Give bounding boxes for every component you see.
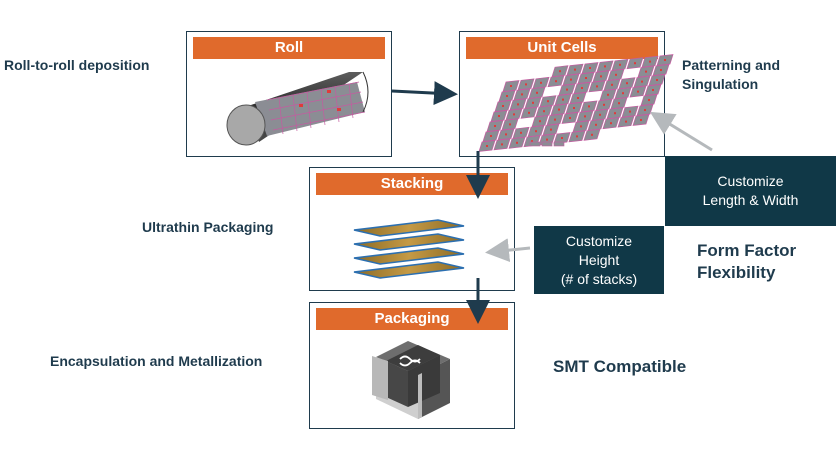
- arrow-length-width-callout: [649, 111, 713, 152]
- stack-illustration: [353, 219, 465, 279]
- packaging-box: Packaging: [309, 302, 515, 429]
- form-factor-flexibility-label: Form Factor Flexibility: [697, 240, 796, 284]
- height-line2: Height: [578, 251, 620, 268]
- encapsulation-label: Encapsulation and Metallization: [50, 353, 263, 369]
- length-width-line2: Length & Width: [702, 192, 799, 208]
- customize-length-width-callout: Customize Length & Width: [665, 156, 836, 226]
- roll-box: Roll: [186, 31, 392, 157]
- infinity-logo-icon: [399, 355, 421, 367]
- patterning-label-line1: Patterning and: [682, 57, 781, 73]
- length-width-line1: Customize: [717, 173, 784, 189]
- form-factor-line2: Flexibility: [697, 263, 776, 282]
- smt-chip-illustration: [372, 341, 450, 419]
- ultrathin-label: Ultrathin Packaging: [142, 219, 274, 235]
- form-factor-line1: Form Factor: [697, 241, 797, 260]
- unit-cells-header: Unit Cells: [466, 37, 658, 59]
- arrow-height-callout: [485, 238, 531, 263]
- roll-to-roll-label: Roll-to-roll deposition: [4, 57, 150, 73]
- unit-cells-box: Unit Cells: [459, 31, 674, 157]
- stacking-header: Stacking: [316, 173, 508, 195]
- packaging-header: Packaging: [316, 308, 508, 330]
- smt-compatible-label: SMT Compatible: [553, 357, 687, 376]
- patterning-label-line2: Singulation: [682, 76, 759, 92]
- patterning-label: Patterning and Singulation: [682, 56, 780, 94]
- customize-height-callout: Customize Height (# of stacks): [534, 226, 664, 294]
- height-line3: (# of stacks): [560, 270, 638, 287]
- arrow-roll-to-cells: [391, 81, 458, 106]
- unit-cells-illustration: [478, 54, 674, 152]
- roll-header: Roll: [193, 37, 385, 59]
- roll-illustration: [226, 71, 369, 146]
- height-line1: Customize: [565, 232, 633, 249]
